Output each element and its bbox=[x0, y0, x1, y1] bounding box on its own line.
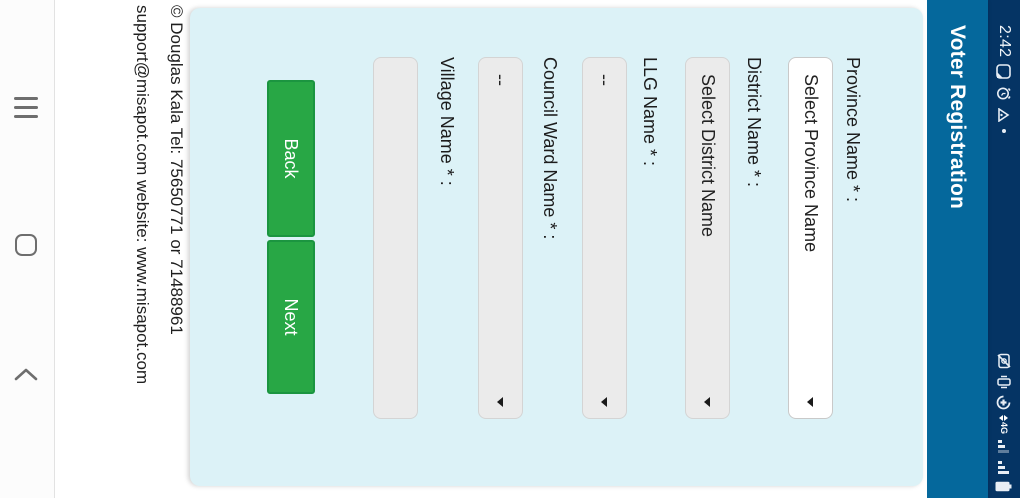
copyright-line: © Douglas Kala Tel: 75650771 or 71488961 bbox=[167, 5, 186, 335]
form-card: Province Name * : Select Province Name D… bbox=[190, 8, 923, 486]
llg-label: LLG Name * : bbox=[640, 57, 660, 167]
village-label: Village Name * : bbox=[437, 57, 457, 186]
dropdown-caret-icon bbox=[601, 397, 607, 407]
village-input[interactable] bbox=[373, 57, 418, 419]
llg-select-value: -- bbox=[595, 74, 615, 86]
dropdown-caret-icon bbox=[704, 397, 710, 407]
next-button[interactable]: Next bbox=[267, 240, 315, 394]
camera-disabled-icon bbox=[996, 353, 1012, 369]
mobile-data-icon: 4G bbox=[999, 414, 1010, 434]
llg-select[interactable]: -- bbox=[582, 57, 627, 419]
back-nav-button[interactable] bbox=[0, 362, 54, 388]
dropdown-caret-icon bbox=[497, 397, 503, 407]
screenshot-icon bbox=[996, 64, 1012, 79]
back-chevron-icon bbox=[15, 368, 38, 381]
page-body: Province Name * : Select Province Name D… bbox=[55, 0, 927, 498]
alarm-icon bbox=[997, 86, 1012, 101]
province-select-value: Select Province Name bbox=[801, 74, 821, 253]
district-label: District Name * : bbox=[744, 57, 764, 188]
android-navigation-bar bbox=[0, 0, 55, 498]
clock-text: 2:42 bbox=[996, 25, 1013, 58]
network-type-label: 4G bbox=[999, 421, 1010, 434]
district-select[interactable]: Select District Name bbox=[685, 57, 730, 419]
council-ward-select[interactable]: -- bbox=[478, 57, 523, 419]
home-button[interactable] bbox=[0, 232, 54, 258]
council-ward-label: Council Ward Name * : bbox=[540, 57, 560, 240]
data-saver-icon bbox=[997, 395, 1012, 410]
recents-button[interactable] bbox=[0, 94, 54, 120]
province-select[interactable]: Select Province Name bbox=[788, 57, 833, 419]
battery-icon bbox=[996, 481, 1013, 492]
back-button[interactable]: Back bbox=[267, 80, 315, 237]
page-title: Voter Registration bbox=[946, 25, 970, 210]
council-ward-select-value: -- bbox=[491, 74, 511, 86]
support-contact-line: support@misapot.com website: www.misapot… bbox=[133, 5, 152, 385]
status-bar: 2:42 bbox=[988, 0, 1020, 498]
vpn-icon bbox=[998, 108, 1011, 122]
home-icon bbox=[15, 234, 38, 256]
district-select-value: Select District Name bbox=[698, 74, 718, 238]
notification-dot-icon bbox=[1002, 129, 1006, 133]
signal-sim2-icon bbox=[997, 460, 1011, 476]
app-bar: Voter Registration bbox=[927, 0, 988, 498]
province-label: Province Name * : bbox=[843, 57, 863, 203]
vibrate-icon bbox=[996, 374, 1012, 390]
signal-sim1-icon bbox=[997, 439, 1011, 455]
recents-icon bbox=[14, 96, 39, 118]
dropdown-caret-icon bbox=[807, 397, 813, 407]
